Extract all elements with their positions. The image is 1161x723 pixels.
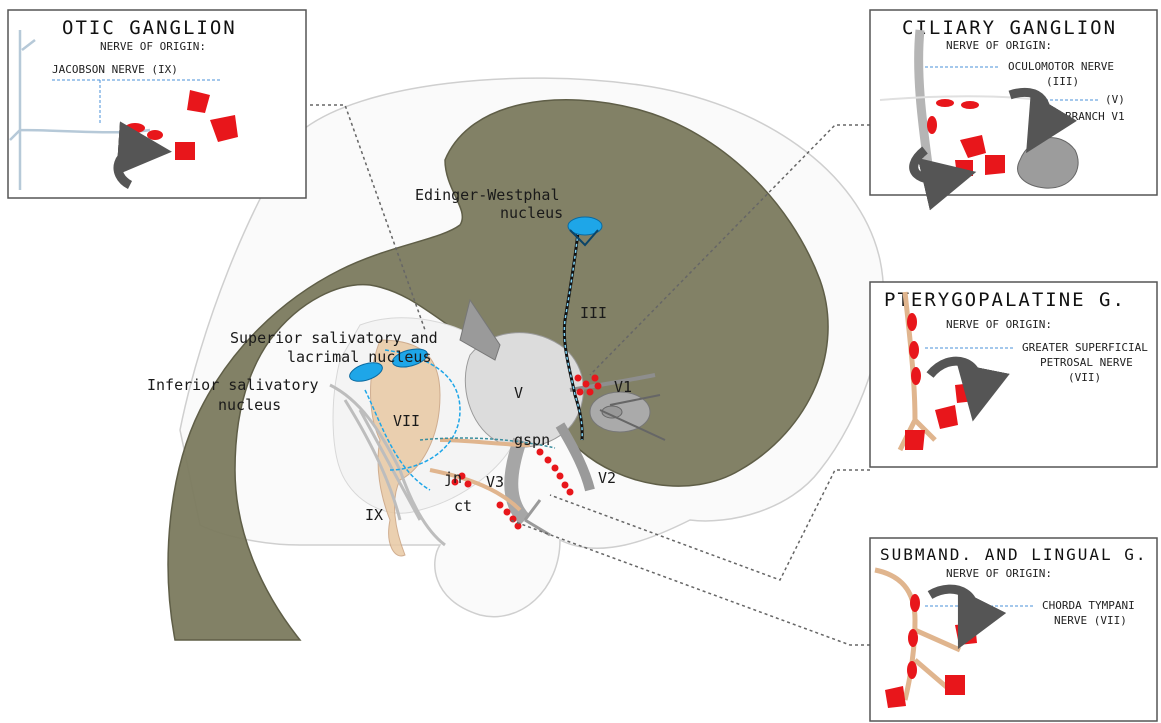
- ciliary-origin-label: NERVE OF ORIGIN:: [946, 39, 1052, 52]
- submand-ganglion-cell: [910, 594, 920, 612]
- label-v2: V2: [598, 469, 616, 487]
- ciliary-ganglion-box: CILIARY GANGLION NERVE OF ORIGIN: OCULOM…: [870, 10, 1157, 195]
- ptery-ganglion-cell: [907, 313, 917, 331]
- ciliary-nerve-2: (III): [1046, 75, 1079, 88]
- label-superior-2: lacrimal nucleus: [287, 348, 432, 366]
- label-superior-1: Superior salivatory and: [230, 329, 438, 347]
- otic-ganglion-box: OTIC GANGLION NERVE OF ORIGIN: JACOBSON …: [8, 10, 306, 198]
- otic-nerve: JACOBSON NERVE (IX): [52, 63, 178, 76]
- submandibular-box: SUBMAND. AND LINGUAL G. NERVE OF ORIGIN:…: [870, 538, 1157, 721]
- ptery-title: PTERYGOPALATINE G.: [884, 289, 1126, 311]
- ciliary-nerve-3: (V): [1105, 93, 1125, 106]
- label-vii: VII: [393, 412, 420, 430]
- ptery-ganglion-cell: [909, 341, 919, 359]
- label-edinger-2: nucleus: [500, 204, 563, 222]
- submand-nerve-1: CHORDA TYMPANI: [1042, 599, 1135, 612]
- label-gspn: gspn: [514, 431, 550, 449]
- ciliary-title: CILIARY GANGLION: [902, 17, 1117, 39]
- label-inferior-2: nucleus: [218, 396, 281, 414]
- label-v1: V1: [614, 378, 632, 396]
- ciliary-ganglion-cell: [961, 101, 979, 109]
- otic-ganglion-cell: [125, 123, 145, 133]
- submand-origin-label: NERVE OF ORIGIN:: [946, 567, 1052, 580]
- ptery-origin-label: NERVE OF ORIGIN:: [946, 318, 1052, 331]
- label-ix: IX: [365, 506, 383, 524]
- ptery-ganglion-cell: [911, 367, 921, 385]
- label-v3: V3: [486, 473, 504, 491]
- ciliary-ganglion-cell: [936, 99, 954, 107]
- label-jn: jn: [444, 469, 462, 487]
- ptery-nerve-3: (VII): [1068, 371, 1101, 384]
- pterygopalatine-box: PTERYGOPALATINE G. NERVE OF ORIGIN: GREA…: [870, 282, 1157, 467]
- label-inferior-1: Inferior salivatory: [147, 376, 319, 394]
- label-ct: ct: [454, 497, 472, 515]
- submand-nerve-2: NERVE (VII): [1054, 614, 1127, 627]
- submand-ganglion-cell: [907, 661, 917, 679]
- otic-origin-label: NERVE OF ORIGIN:: [100, 40, 206, 53]
- ptery-nerve-1: GREATER SUPERFICIAL: [1022, 341, 1148, 354]
- ciliary-nerve-4: BRANCH V1: [1065, 110, 1125, 123]
- ciliary-nerve-1: OCULOMOTOR NERVE: [1008, 60, 1114, 73]
- label-v: V: [514, 384, 523, 402]
- ptery-nerve-2: PETROSAL NERVE: [1040, 356, 1133, 369]
- submand-title: SUBMAND. AND LINGUAL G.: [880, 545, 1148, 564]
- submand-ganglion-cell: [908, 629, 918, 647]
- ciliary-ganglion-cell: [927, 116, 937, 134]
- label-edinger-1: Edinger-Westphal: [415, 186, 560, 204]
- label-iii: III: [580, 304, 607, 322]
- otic-ganglion-cell: [147, 130, 163, 140]
- otic-title: OTIC GANGLION: [62, 17, 237, 39]
